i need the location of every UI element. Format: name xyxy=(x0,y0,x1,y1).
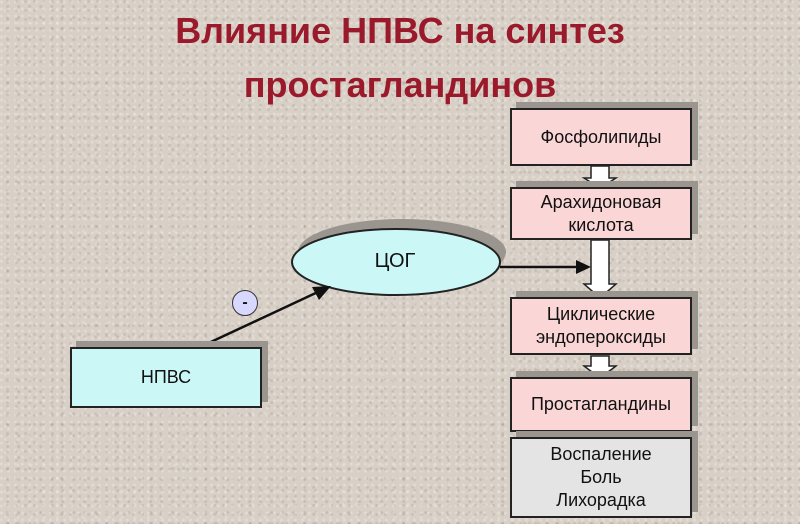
title-line-2: простагландинов xyxy=(243,64,557,105)
endoperoxides-label-line-2: эндопероксиды xyxy=(536,327,666,347)
nsaid-box: НПВС xyxy=(70,347,262,408)
prostaglandins-box: Простагландины xyxy=(510,377,692,432)
effects-label-line-1: Воспаление xyxy=(550,444,652,464)
endoperoxides-label-line-1: Циклические xyxy=(546,304,656,324)
phospholipids-label: Фосфолипиды xyxy=(540,126,662,147)
title-line-1: Влияние НПВС на синтез xyxy=(175,10,625,51)
page-title: Влияние НПВС на синтез простагландинов xyxy=(0,4,800,112)
effects-label-line-2: Боль xyxy=(580,467,622,487)
arachidonic-label-line-2: кислота xyxy=(568,214,634,235)
flow-arrow-3 xyxy=(581,355,619,379)
phospholipids-box: Фосфолипиды xyxy=(510,108,692,166)
cox-ellipse xyxy=(291,228,501,296)
flow-arrow-2 xyxy=(582,239,618,299)
effects-label-line-3: Лихорадка xyxy=(556,490,646,510)
cox-label: ЦОГ xyxy=(374,250,416,272)
nsaid-label: НПВС xyxy=(140,367,192,387)
cox-to-pathway-arrow xyxy=(500,260,591,274)
flow-arrow-1 xyxy=(581,165,619,189)
effects-box: Воспаление Боль Лихорадка xyxy=(510,437,692,518)
arachidonic-acid-box: Арахидоновая кислота xyxy=(510,187,692,240)
nsaid-to-cox-arrow xyxy=(197,286,331,350)
arachidonic-label-line-1: Арахидоновая xyxy=(540,191,662,212)
endoperoxides-box: Циклические эндопероксиды xyxy=(510,297,692,355)
prostaglandins-label: Простагландины xyxy=(530,394,672,414)
inhibition-sign: - xyxy=(232,290,258,316)
